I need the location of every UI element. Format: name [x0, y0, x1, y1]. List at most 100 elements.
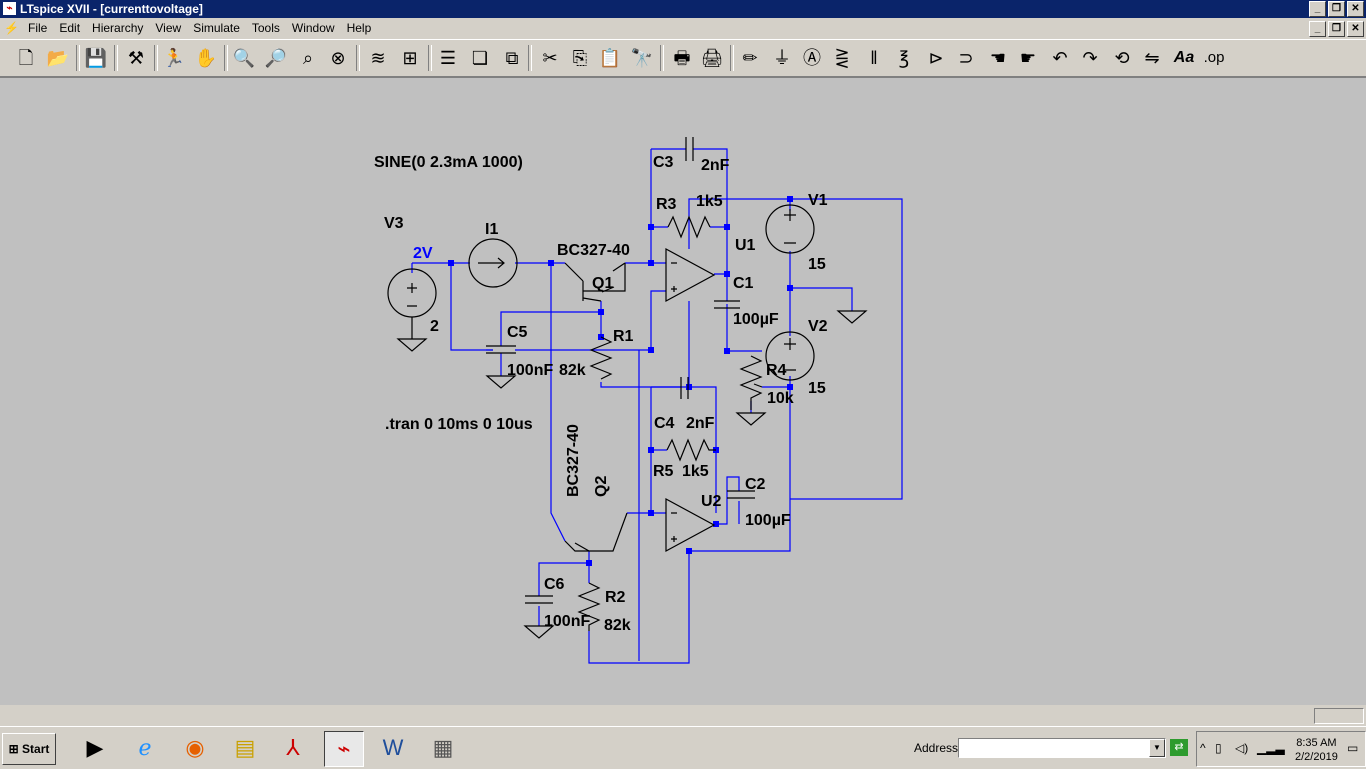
- tile-vertical-icon[interactable]: ⧉: [505, 48, 519, 68]
- component-icon[interactable]: ⊃: [958, 48, 974, 68]
- internet-explorer-icon[interactable]: ℯ: [138, 735, 152, 760]
- ltspice-taskbar-icon[interactable]: ⌁: [324, 731, 364, 767]
- v1-name[interactable]: V1: [808, 192, 828, 209]
- control-panel-icon[interactable]: ⚒: [127, 48, 145, 68]
- close-button[interactable]: ✕: [1347, 1, 1364, 17]
- restore-button[interactable]: ❐: [1328, 1, 1345, 17]
- drag-icon[interactable]: ☛: [1019, 48, 1037, 68]
- address-input[interactable]: ▼: [958, 738, 1166, 758]
- undo-icon[interactable]: ↶: [1052, 48, 1068, 68]
- v3-value[interactable]: 2: [430, 318, 439, 335]
- v3-name[interactable]: V3: [384, 215, 404, 232]
- r3-value[interactable]: 1k5: [696, 193, 723, 210]
- calculator-icon[interactable]: ▦: [432, 735, 454, 760]
- clock[interactable]: 8:35 AM 2/2/2019: [1295, 736, 1338, 764]
- open-icon[interactable]: 📂: [46, 48, 70, 68]
- zoom-cancel-icon[interactable]: ⊗: [330, 48, 346, 68]
- doc-minimize-button[interactable]: _: [1309, 21, 1326, 37]
- zoom-out-icon[interactable]: 🔎: [264, 48, 288, 68]
- c4-name[interactable]: C4: [654, 415, 675, 432]
- c1-value[interactable]: 100µF: [733, 311, 779, 328]
- schematic-canvas[interactable]: SINE(0 2.3mA 1000) .tran 0 10ms 0 10us V…: [0, 77, 1366, 705]
- inductor-icon[interactable]: ℥: [898, 48, 910, 68]
- i1-name[interactable]: I1: [485, 221, 498, 238]
- c1-name[interactable]: C1: [733, 275, 754, 292]
- menu-simulate[interactable]: Simulate: [193, 21, 240, 35]
- label-net-icon[interactable]: Ⓐ: [803, 48, 821, 68]
- text-icon[interactable]: Aa: [1173, 49, 1195, 66]
- r2-value[interactable]: 82k: [604, 617, 631, 634]
- ground-icon[interactable]: ⏚: [773, 48, 791, 68]
- menu-tools[interactable]: Tools: [251, 21, 280, 35]
- word-icon[interactable]: W: [382, 735, 404, 760]
- r3-name[interactable]: R3: [656, 196, 677, 213]
- r1-name[interactable]: R1: [613, 328, 634, 345]
- r4-value[interactable]: 10k: [767, 390, 794, 407]
- document-icon[interactable]: ⚡: [4, 21, 19, 35]
- firefox-icon[interactable]: ◉: [185, 735, 205, 760]
- paste-icon[interactable]: 📋: [598, 48, 622, 68]
- c2-name[interactable]: C2: [745, 476, 766, 493]
- print-icon[interactable]: 🖶: [673, 48, 691, 68]
- menu-hierarchy[interactable]: Hierarchy: [92, 21, 144, 35]
- u2-name[interactable]: U2: [701, 493, 722, 510]
- schematic-drawing[interactable]: SINE(0 2.3mA 1000) .tran 0 10ms 0 10us V…: [0, 78, 1366, 705]
- capacitor-icon[interactable]: ‖: [870, 48, 878, 68]
- r2-name[interactable]: R2: [605, 589, 626, 606]
- find-icon[interactable]: 🔭: [630, 48, 654, 68]
- v2-name[interactable]: V2: [808, 318, 828, 335]
- resistor-icon[interactable]: ⋛: [834, 48, 850, 68]
- tile-horizontal-icon[interactable]: ☰: [439, 48, 457, 68]
- r5-value[interactable]: 1k5: [682, 463, 709, 480]
- run-icon[interactable]: 🏃: [162, 48, 186, 68]
- components[interactable]: [387, 137, 868, 639]
- grid-icon[interactable]: ⊞: [402, 48, 418, 68]
- diode-icon[interactable]: ⊳: [928, 48, 944, 68]
- network-device-icon[interactable]: ▯: [1215, 741, 1222, 755]
- mirror-icon[interactable]: ⇋: [1144, 48, 1160, 68]
- file-explorer-icon[interactable]: ▤: [234, 735, 256, 760]
- menu-file[interactable]: File: [28, 21, 48, 35]
- autorange-icon[interactable]: ≋: [370, 48, 386, 68]
- c5-value[interactable]: 100nF: [507, 362, 553, 379]
- zoom-fit-icon[interactable]: ⌕: [302, 48, 314, 68]
- save-icon[interactable]: 💾: [84, 48, 108, 68]
- move-icon[interactable]: ☚: [989, 48, 1007, 68]
- c3-name[interactable]: C3: [653, 154, 674, 171]
- c3-value[interactable]: 2nF: [701, 157, 730, 174]
- new-schematic-icon[interactable]: 🗋: [18, 48, 34, 68]
- v1-value[interactable]: 15: [808, 256, 826, 273]
- c6-value[interactable]: 100nF: [544, 613, 590, 630]
- minimize-button[interactable]: _: [1309, 1, 1326, 17]
- c2-value[interactable]: 100µF: [745, 512, 791, 529]
- doc-close-button[interactable]: ✕: [1347, 21, 1364, 37]
- q1-name[interactable]: Q1: [592, 275, 613, 292]
- copy-icon[interactable]: ⎘: [572, 48, 588, 68]
- ltspice-app-icon[interactable]: ⌁: [3, 2, 16, 15]
- menu-view[interactable]: View: [155, 21, 182, 35]
- cascade-icon[interactable]: ❏: [471, 48, 489, 68]
- q2-name[interactable]: Q2: [593, 476, 610, 497]
- tray-expand-icon[interactable]: ^: [1200, 741, 1206, 755]
- menu-edit[interactable]: Edit: [59, 21, 81, 35]
- sine-directive[interactable]: SINE(0 2.3mA 1000): [374, 154, 523, 171]
- r5-name[interactable]: R5: [653, 463, 674, 480]
- tran-directive[interactable]: .tran 0 10ms 0 10us: [385, 416, 533, 433]
- q1-model[interactable]: BC327-40: [557, 242, 630, 259]
- menu-window[interactable]: Window: [291, 21, 335, 35]
- cut-icon[interactable]: ✂: [542, 48, 558, 68]
- start-button[interactable]: ⊞ Start: [2, 733, 56, 765]
- c6-name[interactable]: C6: [544, 576, 565, 593]
- doc-restore-button[interactable]: ❐: [1328, 21, 1345, 37]
- v2-value[interactable]: 15: [808, 380, 826, 397]
- net-label-2v[interactable]: 2V: [413, 245, 433, 262]
- media-player-icon[interactable]: ▶: [86, 735, 104, 760]
- r4-name[interactable]: R4: [766, 362, 787, 379]
- volume-icon[interactable]: ◁): [1235, 741, 1249, 755]
- zoom-in-icon[interactable]: 🔍: [232, 48, 256, 68]
- q2-model[interactable]: BC327-40: [565, 424, 582, 497]
- draw-wire-icon[interactable]: ✏: [742, 48, 758, 68]
- redo-icon[interactable]: ↷: [1082, 48, 1098, 68]
- r1-value[interactable]: 82k: [559, 362, 586, 379]
- acrobat-icon[interactable]: ⅄: [286, 735, 300, 760]
